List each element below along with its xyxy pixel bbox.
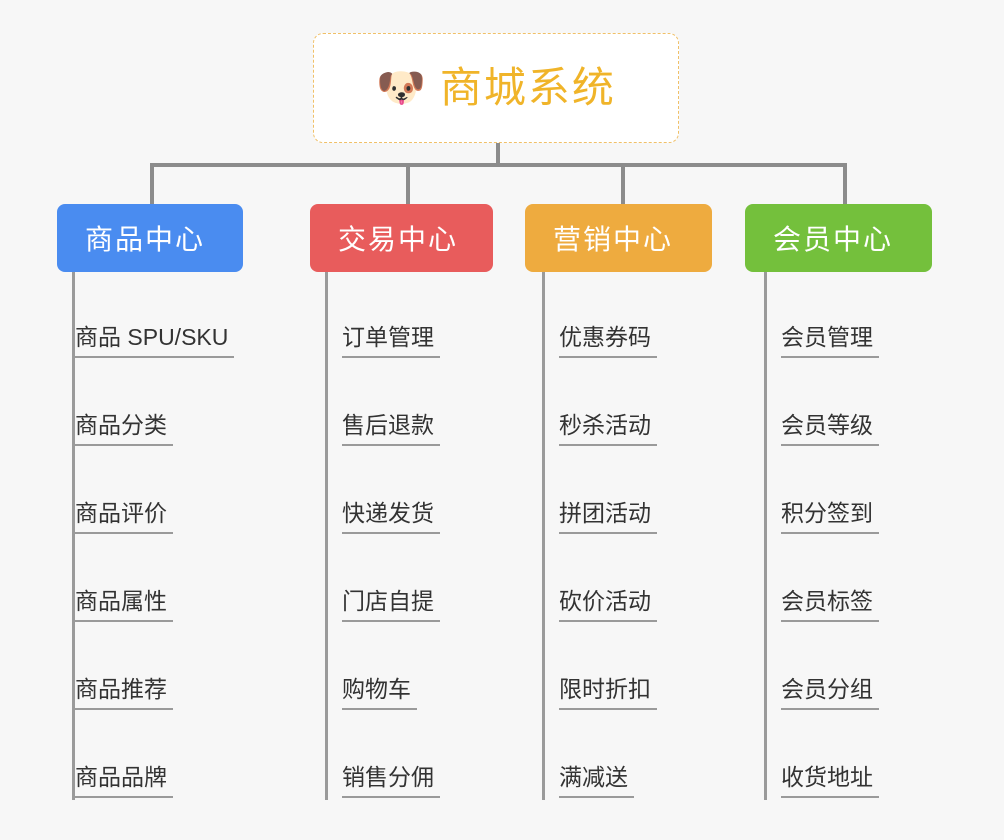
root-node[interactable]: 🐶 商城系统 xyxy=(313,33,679,143)
leaf-item[interactable]: 销售分佣 xyxy=(310,712,540,800)
leaf-item[interactable]: 秒杀活动 xyxy=(525,360,745,448)
branch-header-4[interactable]: 会员中心 xyxy=(745,204,932,272)
connector-drop-4 xyxy=(843,163,847,208)
branch-body-2: 订单管理 售后退款 快递发货 门店自提 购物车 销售分佣 xyxy=(310,272,540,800)
branch-header-1[interactable]: 商品中心 xyxy=(57,204,243,272)
leaf-label: 商品分类 xyxy=(75,412,173,446)
branch-spine-2 xyxy=(325,272,328,800)
leaf-label: 收货地址 xyxy=(781,764,879,798)
branch-spine-4 xyxy=(764,272,767,800)
branch-header-3[interactable]: 营销中心 xyxy=(525,204,712,272)
leaf-item[interactable]: 售后退款 xyxy=(310,360,540,448)
root-node-label: 商城系统 xyxy=(439,64,616,111)
branch-column-3: 营销中心 优惠券码 秒杀活动 拼团活动 砍价活动 限时折扣 满减送 xyxy=(525,204,745,800)
leaf-label: 秒杀活动 xyxy=(559,412,657,446)
leaf-label: 会员分组 xyxy=(781,676,879,710)
leaf-item[interactable]: 商品推荐 xyxy=(57,624,307,712)
leaf-label: 会员标签 xyxy=(781,588,879,622)
leaf-label: 售后退款 xyxy=(342,412,440,446)
leaf-item[interactable]: 会员管理 xyxy=(745,272,965,360)
branch-header-1-label: 商品中心 xyxy=(85,224,206,255)
leaf-item[interactable]: 限时折扣 xyxy=(525,624,745,712)
branch-body-1: 商品 SPU/SKU 商品分类 商品评价 商品属性 商品推荐 商品品牌 xyxy=(57,272,307,800)
branch-spine-3 xyxy=(542,272,545,800)
leaf-item[interactable]: 会员标签 xyxy=(745,536,965,624)
leaf-item[interactable]: 商品 SPU/SKU xyxy=(57,272,307,360)
leaf-item[interactable]: 满减送 xyxy=(525,712,745,800)
branch-header-4-label: 会员中心 xyxy=(773,224,894,255)
leaf-label: 会员等级 xyxy=(781,412,879,446)
branch-spine-1 xyxy=(72,272,75,800)
leaf-label: 限时折扣 xyxy=(559,676,657,710)
leaf-label: 快递发货 xyxy=(342,500,440,534)
leaf-item[interactable]: 会员等级 xyxy=(745,360,965,448)
leaf-item[interactable]: 优惠券码 xyxy=(525,272,745,360)
branch-header-2[interactable]: 交易中心 xyxy=(310,204,493,272)
leaf-label: 门店自提 xyxy=(342,588,440,622)
branch-column-2: 交易中心 订单管理 售后退款 快递发货 门店自提 购物车 销售分佣 xyxy=(310,204,540,800)
leaf-item[interactable]: 砍价活动 xyxy=(525,536,745,624)
connector-drop-2 xyxy=(406,163,410,208)
leaf-item[interactable]: 积分签到 xyxy=(745,448,965,536)
leaf-label: 积分签到 xyxy=(781,500,879,534)
connector-drop-1 xyxy=(150,163,154,208)
leaf-label: 商品 SPU/SKU xyxy=(75,324,235,358)
dog-face-icon: 🐶 xyxy=(376,66,426,110)
leaf-label: 满减送 xyxy=(559,764,634,798)
leaf-label: 商品评价 xyxy=(75,500,173,534)
leaf-label: 销售分佣 xyxy=(342,764,440,798)
leaf-label: 购物车 xyxy=(342,676,417,710)
leaf-label: 商品属性 xyxy=(75,588,173,622)
leaf-item[interactable]: 快递发货 xyxy=(310,448,540,536)
branch-column-4: 会员中心 会员管理 会员等级 积分签到 会员标签 会员分组 收货地址 xyxy=(745,204,965,800)
leaf-item[interactable]: 购物车 xyxy=(310,624,540,712)
leaf-item[interactable]: 拼团活动 xyxy=(525,448,745,536)
leaf-label: 订单管理 xyxy=(342,324,440,358)
leaf-item[interactable]: 商品品牌 xyxy=(57,712,307,800)
branch-header-2-label: 交易中心 xyxy=(338,224,459,255)
leaf-label: 拼团活动 xyxy=(559,500,657,534)
leaf-item[interactable]: 会员分组 xyxy=(745,624,965,712)
branch-column-1: 商品中心 商品 SPU/SKU 商品分类 商品评价 商品属性 商品推荐 商品品牌 xyxy=(57,204,307,800)
leaf-label: 优惠券码 xyxy=(559,324,657,358)
leaf-item[interactable]: 商品评价 xyxy=(57,448,307,536)
connector-horizontal-bus xyxy=(150,163,847,167)
leaf-label: 砍价活动 xyxy=(559,588,657,622)
leaf-item[interactable]: 门店自提 xyxy=(310,536,540,624)
leaf-label: 商品推荐 xyxy=(75,676,173,710)
leaf-item[interactable]: 收货地址 xyxy=(745,712,965,800)
leaf-item[interactable]: 商品分类 xyxy=(57,360,307,448)
connector-drop-3 xyxy=(621,163,625,208)
branch-header-3-label: 营销中心 xyxy=(553,224,674,255)
leaf-label: 商品品牌 xyxy=(75,764,173,798)
branch-body-3: 优惠券码 秒杀活动 拼团活动 砍价活动 限时折扣 满减送 xyxy=(525,272,745,800)
leaf-item[interactable]: 商品属性 xyxy=(57,536,307,624)
connector-root-stem xyxy=(496,143,500,166)
leaf-label: 会员管理 xyxy=(781,324,879,358)
leaf-item[interactable]: 订单管理 xyxy=(310,272,540,360)
branch-body-4: 会员管理 会员等级 积分签到 会员标签 会员分组 收货地址 xyxy=(745,272,965,800)
